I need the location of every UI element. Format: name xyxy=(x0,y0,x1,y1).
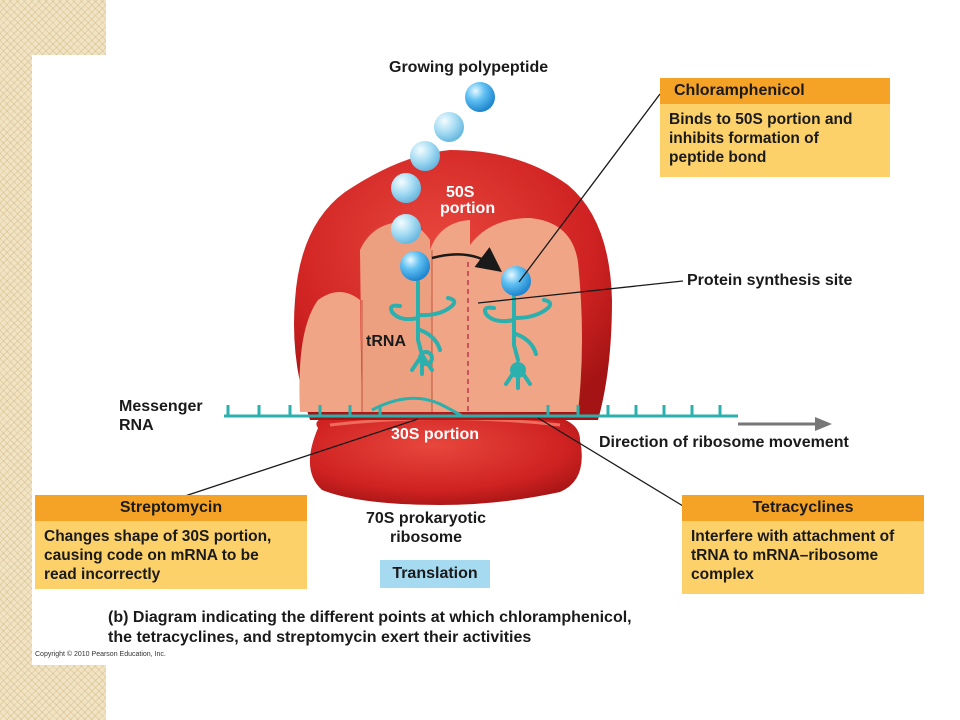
portion-30s-label: 30S portion xyxy=(391,426,480,443)
streptomycin-line: read incorrectly xyxy=(44,566,161,583)
translation-label: Translation xyxy=(380,560,490,588)
tetracyclines-line: complex xyxy=(691,566,754,583)
streptomycin-title: Streptomycin xyxy=(35,495,307,521)
tetracyclines-line: tRNA to mRNA–ribosome xyxy=(691,547,879,564)
caption-line2: the tetracyclines, and streptomycin exer… xyxy=(108,629,532,646)
trna-right xyxy=(483,288,553,390)
trna-label: tRNA xyxy=(366,333,406,350)
figure-caption: (b) Diagram indicating the different poi… xyxy=(108,608,728,648)
ribosome-label-line2: ribosome xyxy=(390,529,463,546)
messenger-rna-label-line2: RNA xyxy=(119,417,154,434)
peptide-transfer-arrow xyxy=(431,247,503,272)
portion-50s-label-line2: portion xyxy=(440,200,496,217)
messenger-rna-label-line1: Messenger xyxy=(119,398,203,415)
ribosome-label-line1: 70S prokaryotic xyxy=(366,510,487,527)
trna-left xyxy=(389,280,457,376)
tetracyclines-title: Tetracyclines xyxy=(682,495,924,521)
protein-synthesis-site-label: Protein synthesis site xyxy=(687,272,853,289)
caption-line1: Diagram indicating the different points … xyxy=(132,609,632,626)
chloramphenicol-box: Chloramphenicol Binds to 50S portion and… xyxy=(660,78,890,177)
growing-polypeptide-label: Growing polypeptide xyxy=(389,59,549,76)
portion-50s-label-line1: 50S xyxy=(446,184,475,201)
chloramphenicol-line: peptide bond xyxy=(669,149,767,166)
direction-arrow xyxy=(738,417,832,431)
chloramphenicol-title: Chloramphenicol xyxy=(660,78,890,104)
chloramphenicol-line: inhibits formation of xyxy=(669,130,819,147)
amino-acid-bead xyxy=(501,266,531,296)
copyright-text: Copyright © 2010 Pearson Education, Inc. xyxy=(35,651,166,658)
tetracyclines-line: Interfere with attachment of xyxy=(691,528,895,545)
leader-lines xyxy=(184,93,684,507)
direction-label: Direction of ribosome movement xyxy=(599,434,849,451)
messenger-rna-strand xyxy=(224,396,738,418)
streptomycin-box: Streptomycin Changes shape of 30S portio… xyxy=(35,495,307,589)
streptomycin-line: Changes shape of 30S portion, xyxy=(44,528,272,545)
caption-part-label: (b) xyxy=(108,609,129,626)
streptomycin-line: causing code on mRNA to be xyxy=(44,547,259,564)
polypeptide-chain xyxy=(391,82,495,281)
chloramphenicol-line: Binds to 50S portion and xyxy=(669,111,853,128)
tetracyclines-box: Tetracyclines Interfere with attachment … xyxy=(682,495,924,594)
